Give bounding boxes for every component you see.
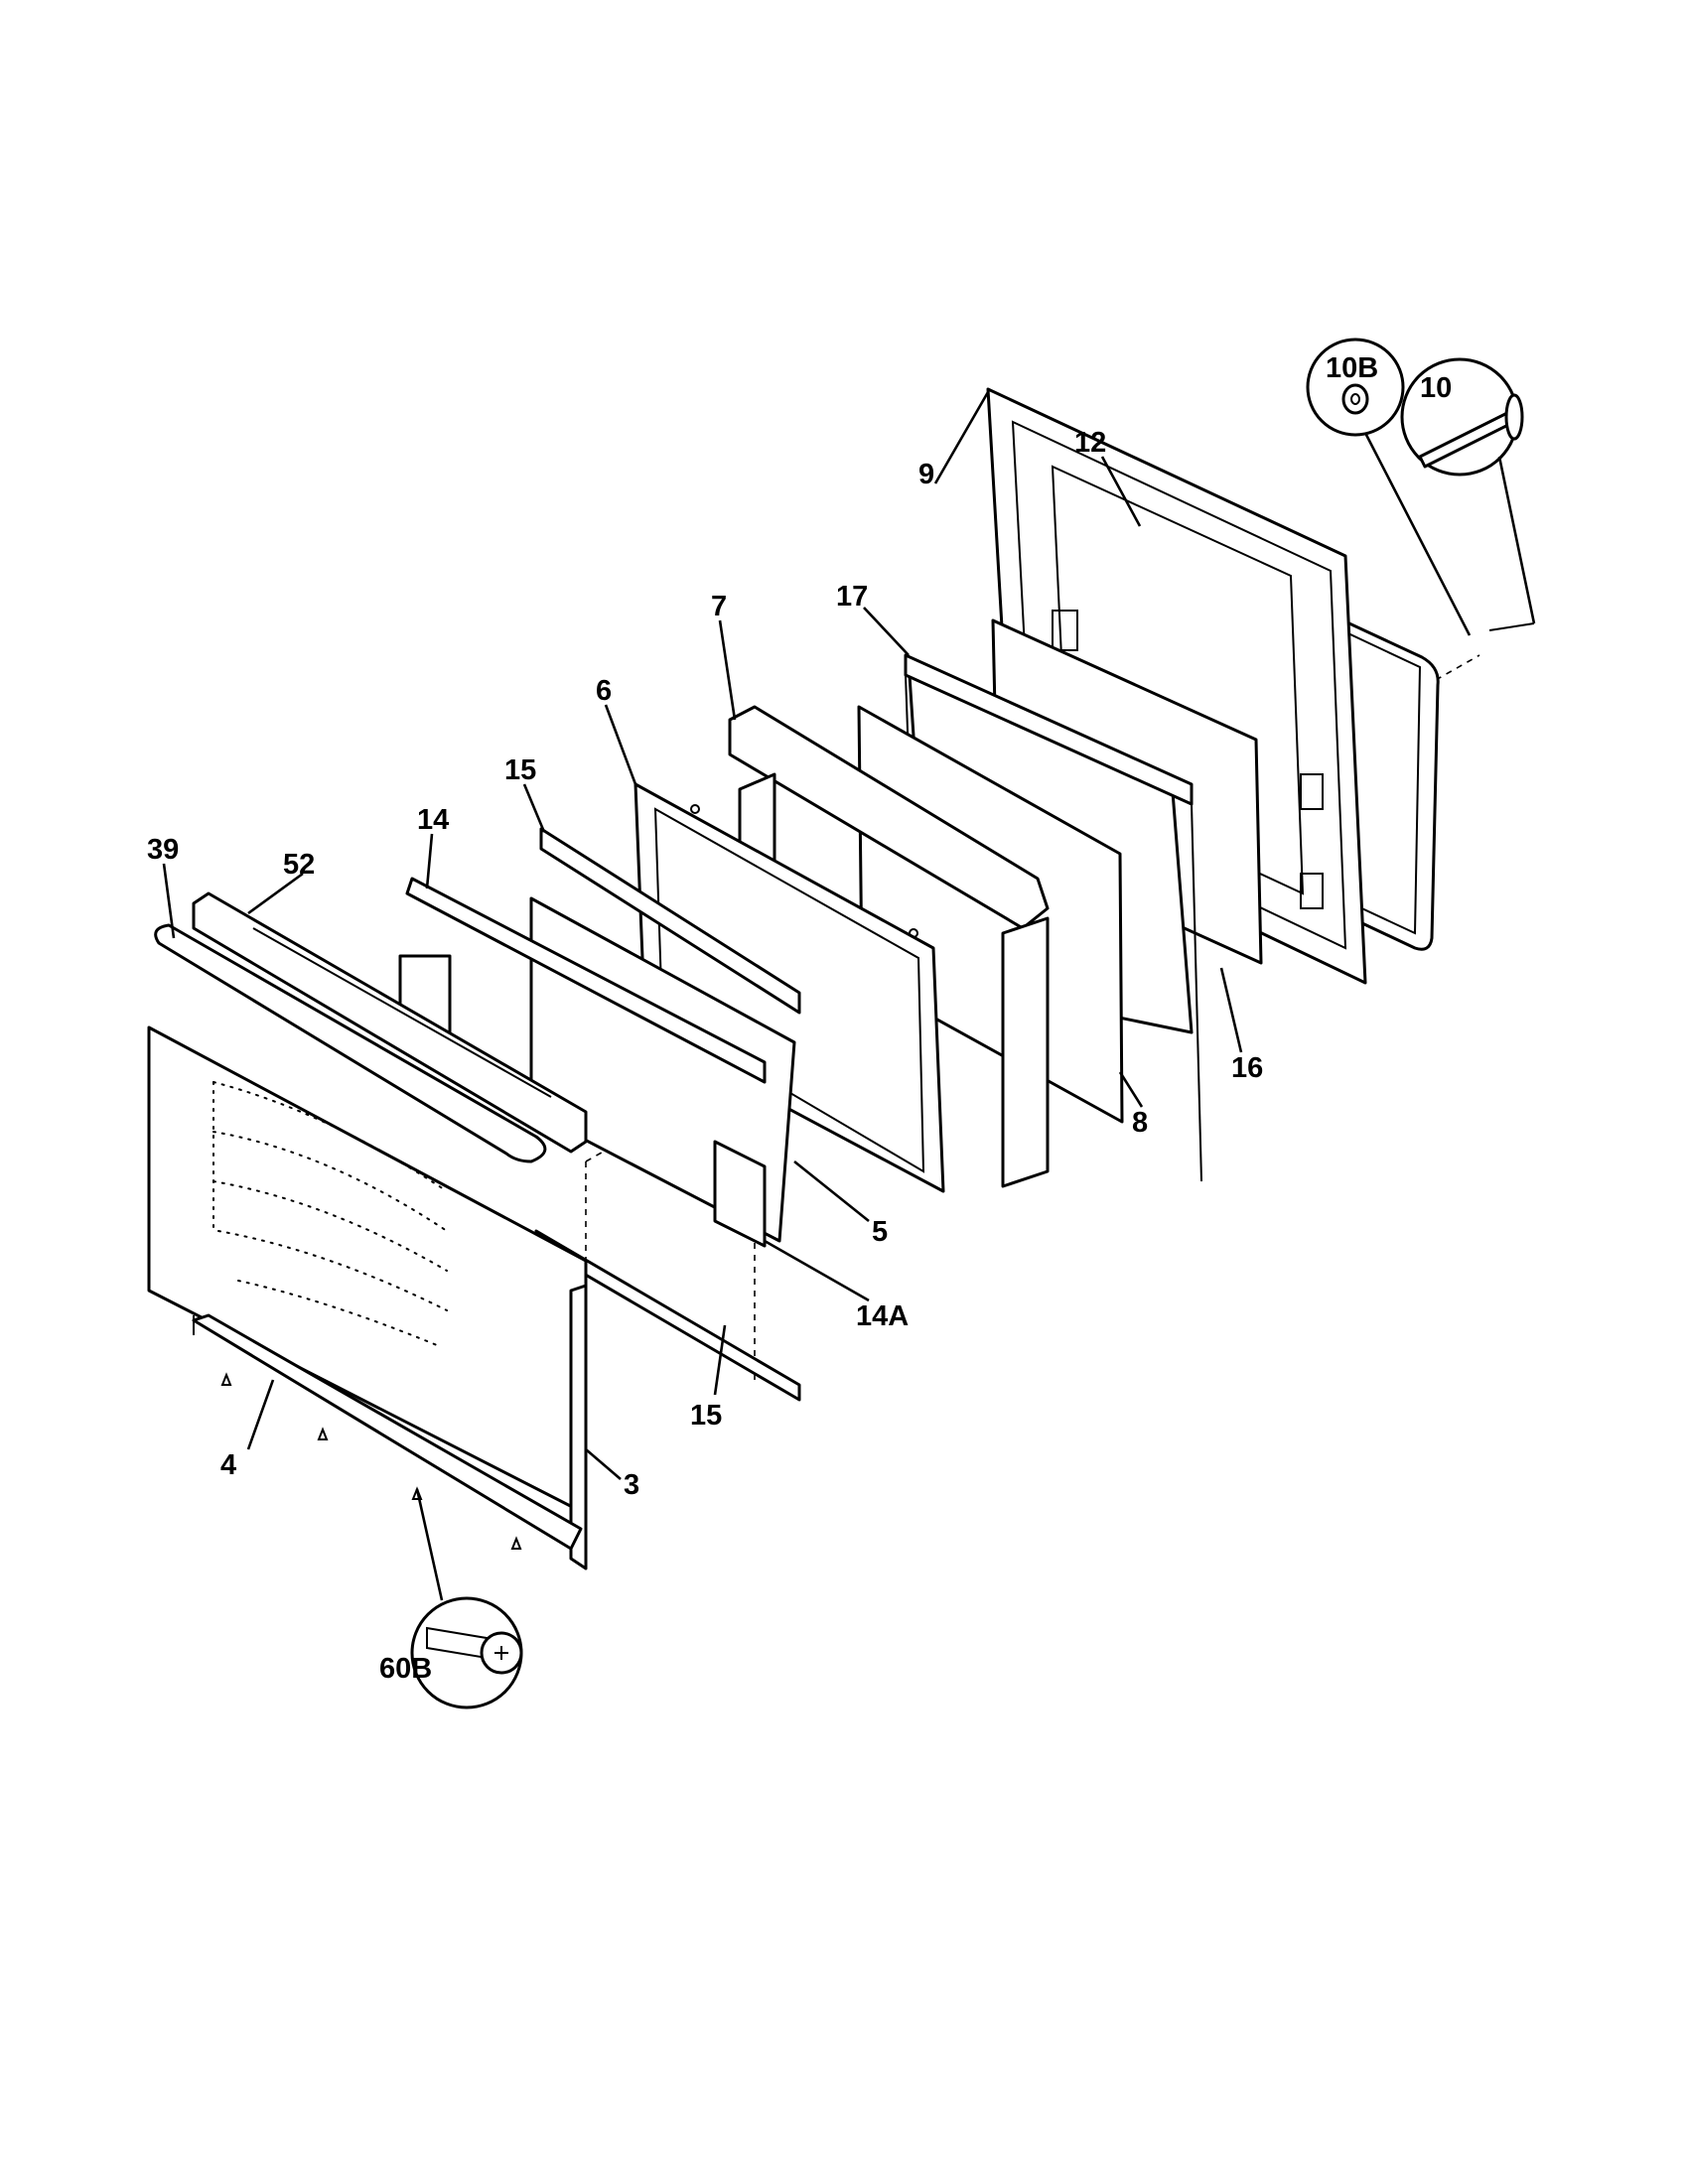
label-39: 39 <box>147 834 179 866</box>
label-17: 17 <box>836 581 868 613</box>
label-14: 14 <box>417 804 449 836</box>
label-4: 4 <box>220 1449 236 1481</box>
label-9: 9 <box>918 459 934 490</box>
label-15-bottom: 15 <box>690 1400 722 1432</box>
part-3-outer-door <box>147 1025 588 1570</box>
part-labels: 39 52 14 15 6 7 17 9 12 10B 10 16 8 5 14… <box>147 352 1452 1685</box>
label-6: 6 <box>596 675 612 707</box>
label-60b: 60B <box>379 1653 432 1685</box>
label-52: 52 <box>283 849 315 881</box>
part-4-window-glass <box>212 1081 448 1346</box>
label-16: 16 <box>1231 1052 1263 1084</box>
label-7: 7 <box>711 591 727 622</box>
label-10b: 10B <box>1326 352 1378 384</box>
part-15-top-rail <box>539 827 801 1015</box>
label-5: 5 <box>872 1216 888 1248</box>
label-14a: 14A <box>856 1300 909 1332</box>
label-3: 3 <box>624 1469 639 1501</box>
label-10: 10 <box>1420 372 1452 404</box>
part-52-vent-trim <box>192 891 588 1154</box>
label-8: 8 <box>1132 1107 1148 1139</box>
leader-lines <box>162 391 1243 1480</box>
part-14a-insulation-pad <box>713 1140 767 1248</box>
label-15-top: 15 <box>504 754 536 786</box>
callout-60b <box>410 1488 523 1709</box>
callout-10b <box>1306 338 1472 636</box>
label-12: 12 <box>1074 427 1106 459</box>
part-39-handle <box>154 923 547 1163</box>
callout-10 <box>1400 357 1536 631</box>
